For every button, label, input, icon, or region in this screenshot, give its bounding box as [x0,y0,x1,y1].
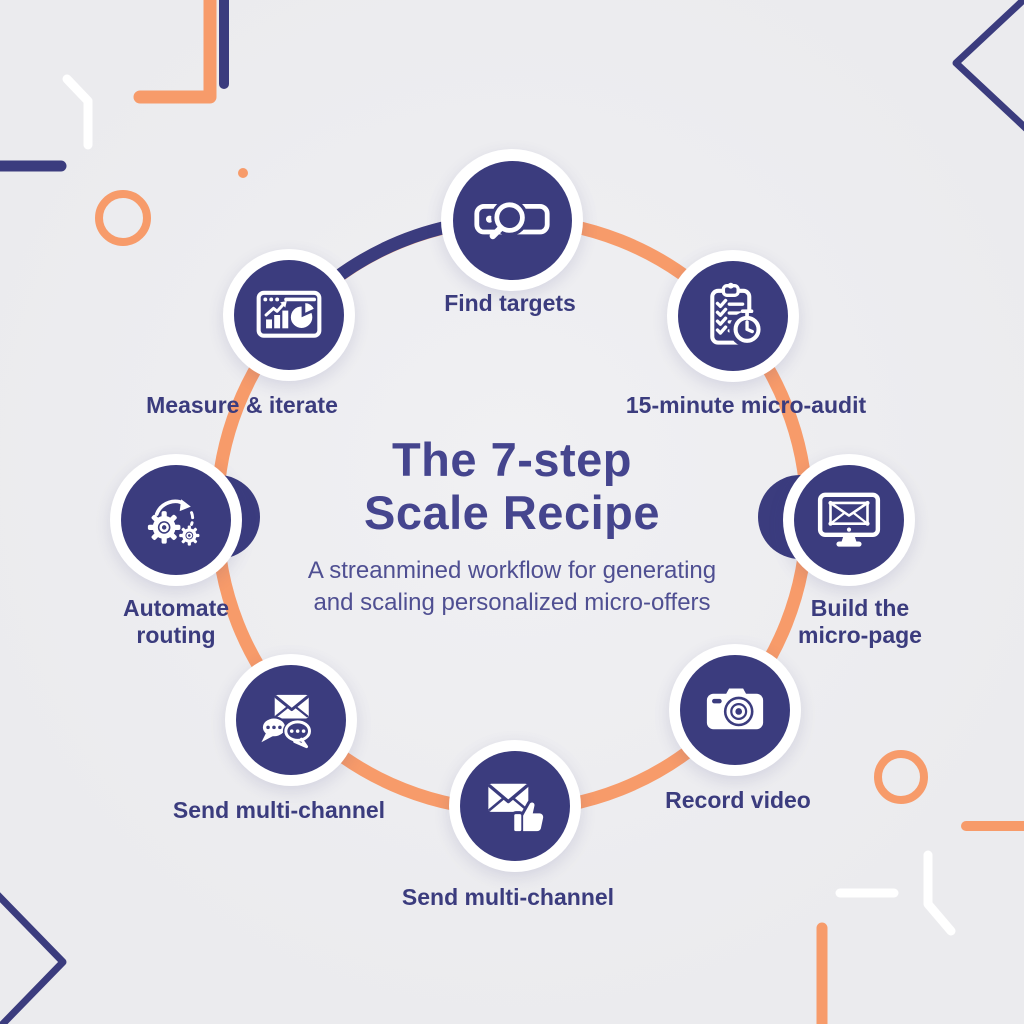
step-circle [236,665,346,775]
orange-dot [238,168,248,178]
bottomleft-navy-chevron [0,892,67,1024]
step-circle [680,655,790,765]
center-text-block: The 7-step Scale Recipe A streanmined wo… [212,433,812,619]
envelope-thumbs-up-icon [488,783,547,835]
search-bar-magnifier-icon [474,199,550,240]
step-label-measure-iterate: Measure & iterate [146,392,338,418]
step-node-find-targets [441,149,583,291]
step-label-send-multichannel-bottom: Send multi-channel [401,884,615,910]
step-node-build-micro-page [783,454,915,586]
monitor-page-icon [817,492,881,547]
step-node-record-video [669,644,801,776]
topleft-white-bent-line [62,74,93,150]
step-node-send-multichannel-bottom [449,740,581,872]
step-label-send-multichannel-left: Send multi-channel [172,797,386,823]
bottomright-white-bent-line [923,850,956,936]
subtitle-line2: and scaling personalized micro-offers [313,589,711,616]
bottomright-orange-ring [874,750,928,804]
dashboard-charts-icon [256,290,322,338]
infographic-title-line2: Scale Recipe [363,486,660,539]
topleft-orange-ring [95,190,151,246]
topleft-orange-corner-line [133,0,217,104]
step-circle [794,465,904,575]
topright-navy-chevron [952,0,1024,132]
infographic-title-line1: The 7-step [391,433,633,486]
step-circle [234,260,344,370]
step-circle [678,261,788,371]
step-label-build-micro-page: Build the micro-page [798,595,922,648]
step-label-find-targets: Find targets [444,290,576,316]
step-label-micro-audit: 15-minute micro-audit [625,392,867,418]
step-label-automate-routing: Automate routing [122,595,230,648]
subtitle-line1: A streanmined workflow for generating [307,557,717,584]
step-node-automate-routing [110,454,242,586]
step-node-measure-iterate [223,249,355,381]
gears-automation-icon [147,499,200,546]
step-label-record-video: Record video [665,787,811,813]
camera-icon [706,688,764,730]
step-node-send-multichannel-left [225,654,357,786]
step-node-micro-audit [667,250,799,382]
envelope-chat-bubbles-icon [260,694,313,749]
step-circle [452,160,572,280]
step-circle [121,465,231,575]
infographic-subtitle: A streanmined workflow for generating an… [212,555,812,619]
clipboard-stopwatch-icon [710,282,765,348]
step-circle [460,751,570,861]
